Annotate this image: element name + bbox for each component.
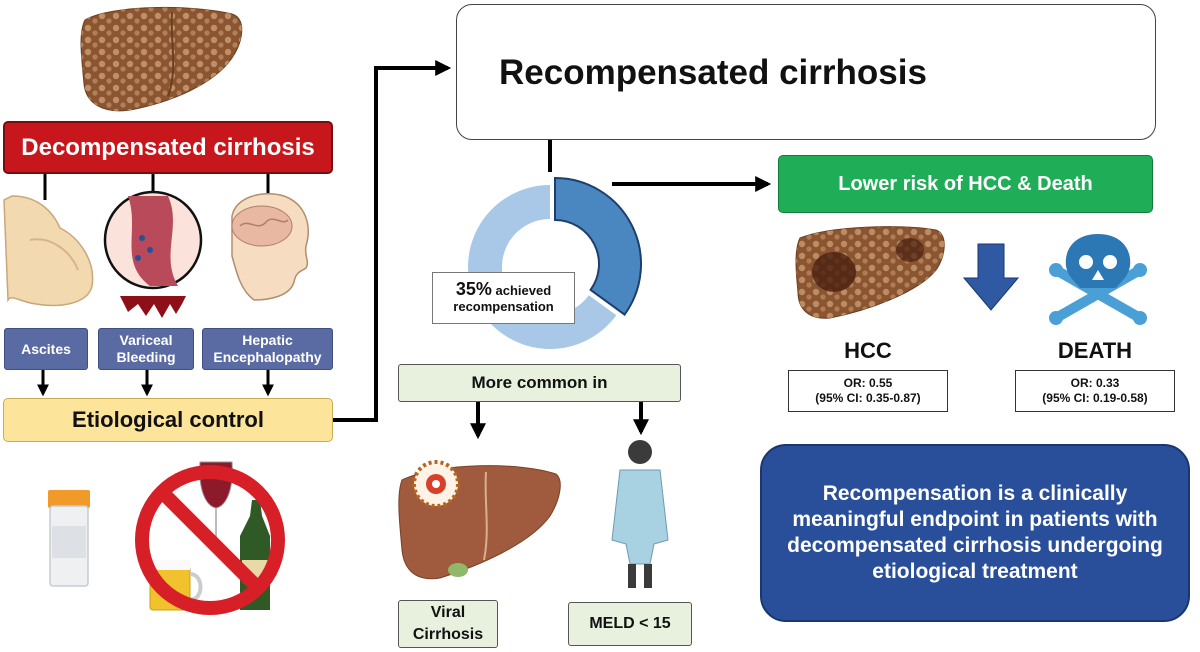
swollen-abdomen-icon (3, 195, 94, 307)
hcc-ci-value: (95% CI: 0.35-0.87) (815, 391, 921, 405)
lower-risk-box: Lower risk of HCC & Death (778, 155, 1153, 213)
variceal-bleeding-label: Variceal Bleeding (116, 332, 176, 365)
donut-segment-achieved (554, 176, 642, 316)
down-arrow-icon (962, 243, 1020, 311)
more-common-in-label: More common in (471, 373, 608, 392)
brain-head-icon (231, 193, 309, 301)
hepatic-encephalopathy-label: Hepatic Encephalopathy (213, 332, 322, 365)
ascites-box: Ascites (4, 328, 88, 370)
hcc-label: HCC (844, 338, 892, 363)
donut-percent-value: 35% (455, 279, 492, 299)
cirrhotic-liver-icon (80, 6, 243, 112)
decompensated-cirrhosis-box: Decompensated cirrhosis (3, 121, 333, 174)
skull-crossbones-icon (1049, 234, 1147, 325)
death-or-box: OR: 0.33 (95% CI: 0.19-0.58) (1015, 370, 1175, 412)
recompensated-cirrhosis-box: Recompensated cirrhosis (456, 4, 1156, 140)
donut-text-recompensation: recompensation (453, 299, 554, 314)
death-label: DEATH (1057, 338, 1133, 363)
viral-liver-icon (398, 460, 561, 580)
hcc-liver-icon (795, 226, 945, 319)
viral-cirrhosis-label: Viral Cirrhosis (412, 604, 484, 643)
arrow-to-recompensation (333, 60, 452, 422)
more-common-in-box: More common in (398, 364, 681, 402)
ascites-label: Ascites (21, 340, 71, 357)
viral-cirrhosis-box: Viral Cirrhosis (398, 600, 498, 648)
death-or-value: OR: 0.33 (1070, 376, 1120, 390)
hcc-or-value: OR: 0.55 (843, 376, 893, 390)
pill-bottle-icon (48, 490, 90, 587)
no-alcohol-icon (135, 461, 285, 615)
lower-risk-label: Lower risk of HCC & Death (838, 172, 1093, 195)
patient-icon (611, 440, 669, 588)
decompensated-title: Decompensated cirrhosis (21, 133, 315, 161)
etiological-control-label: Etiological control (72, 407, 264, 432)
variceal-bleeding-box: Variceal Bleeding (98, 328, 194, 370)
recompensated-title: Recompensated cirrhosis (499, 53, 927, 92)
meld-label: MELD < 15 (589, 615, 671, 632)
donut-percent-label: 35% achieved recompensation (432, 272, 575, 324)
hepatic-encephalopathy-box: Hepatic Encephalopathy (202, 328, 333, 370)
conclusion-text: Recompensation is a clinically meaningfu… (787, 482, 1163, 583)
death-ci-value: (95% CI: 0.19-0.58) (1042, 391, 1148, 405)
varices-icon (103, 190, 203, 318)
donut-text-achieved: achieved (495, 283, 552, 298)
meld-box: MELD < 15 (568, 602, 692, 646)
conclusion-box: Recompensation is a clinically meaningfu… (760, 444, 1190, 622)
hcc-or-box: OR: 0.55 (95% CI: 0.35-0.87) (788, 370, 948, 412)
etiological-control-box: Etiological control (3, 398, 333, 442)
